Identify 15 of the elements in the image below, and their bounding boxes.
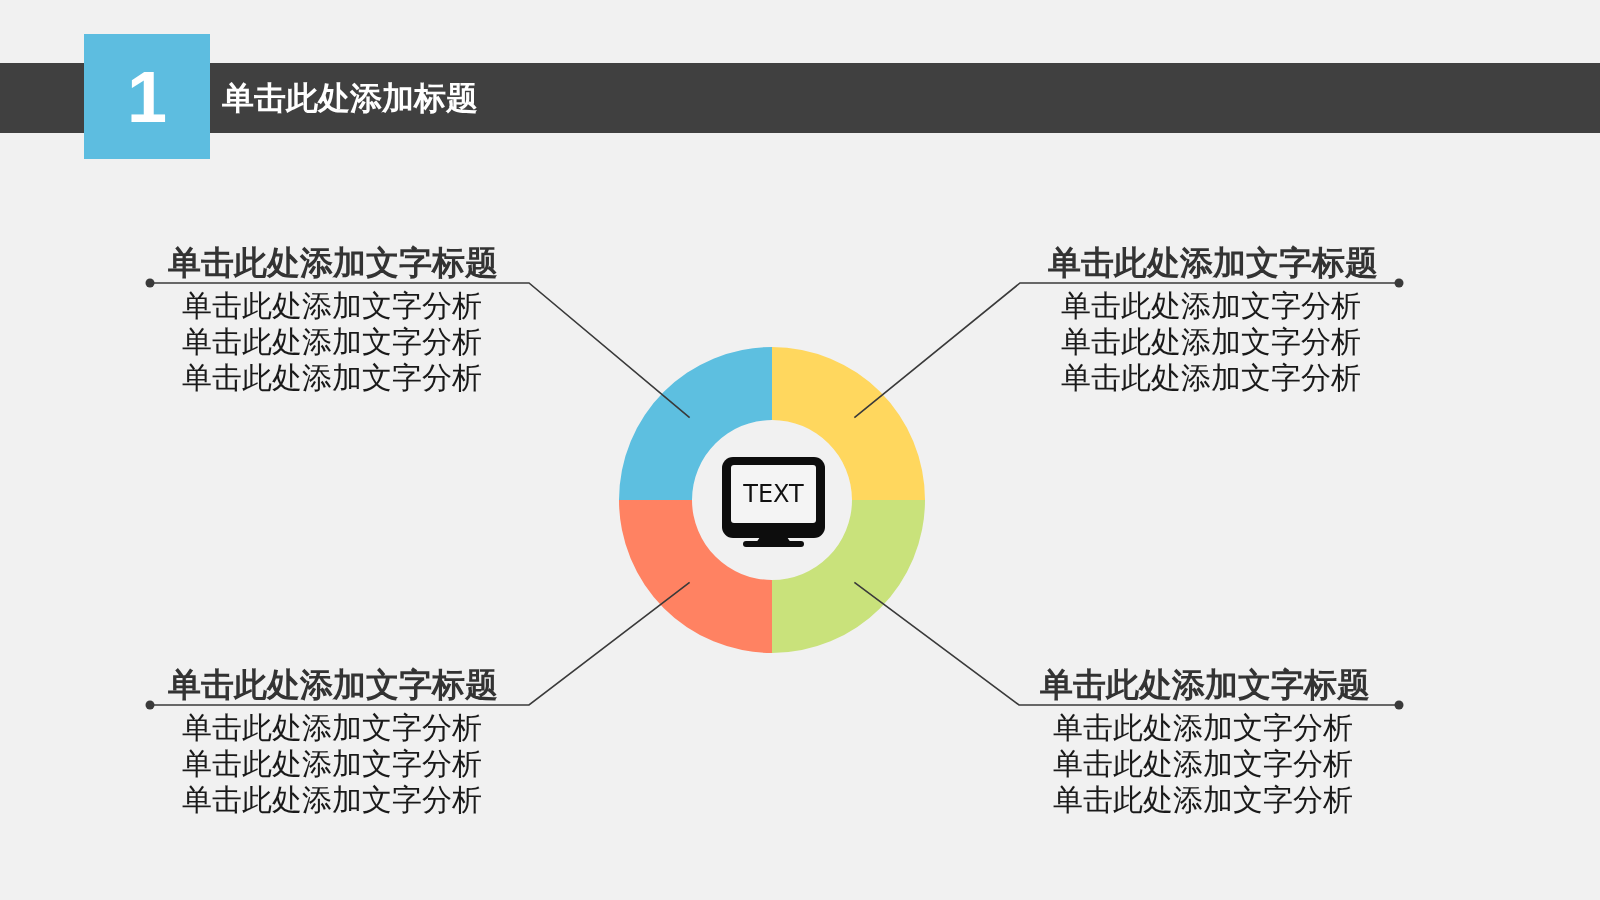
heading-text: 单击此处添加文字标题 bbox=[1048, 244, 1378, 282]
leader-line bbox=[853, 278, 1404, 419]
heading-text: 单击此处添加文字标题 bbox=[168, 244, 498, 282]
body-text: 单击此处添加文字分析单击此处添加文字分析单击此处添加文字分析 bbox=[1053, 710, 1354, 818]
body-text: 单击此处添加文字分析单击此处添加文字分析单击此处添加文字分析 bbox=[182, 710, 483, 818]
leader-line bbox=[145, 581, 691, 710]
leader-line bbox=[853, 581, 1404, 710]
screen-text: TEXT bbox=[743, 480, 804, 508]
body-text: 单击此处添加文字分析单击此处添加文字分析单击此处添加文字分析 bbox=[182, 288, 483, 396]
heading-text: 单击此处添加文字标题 bbox=[168, 666, 498, 704]
heading-text: 单击此处添加文字标题 bbox=[1040, 666, 1370, 704]
page-title: 单击此处添加标题 bbox=[222, 79, 478, 117]
leader-line bbox=[145, 278, 691, 419]
body-text: 单击此处添加文字分析单击此处添加文字分析单击此处添加文字分析 bbox=[1061, 288, 1362, 396]
section-number: 1 bbox=[84, 34, 210, 159]
